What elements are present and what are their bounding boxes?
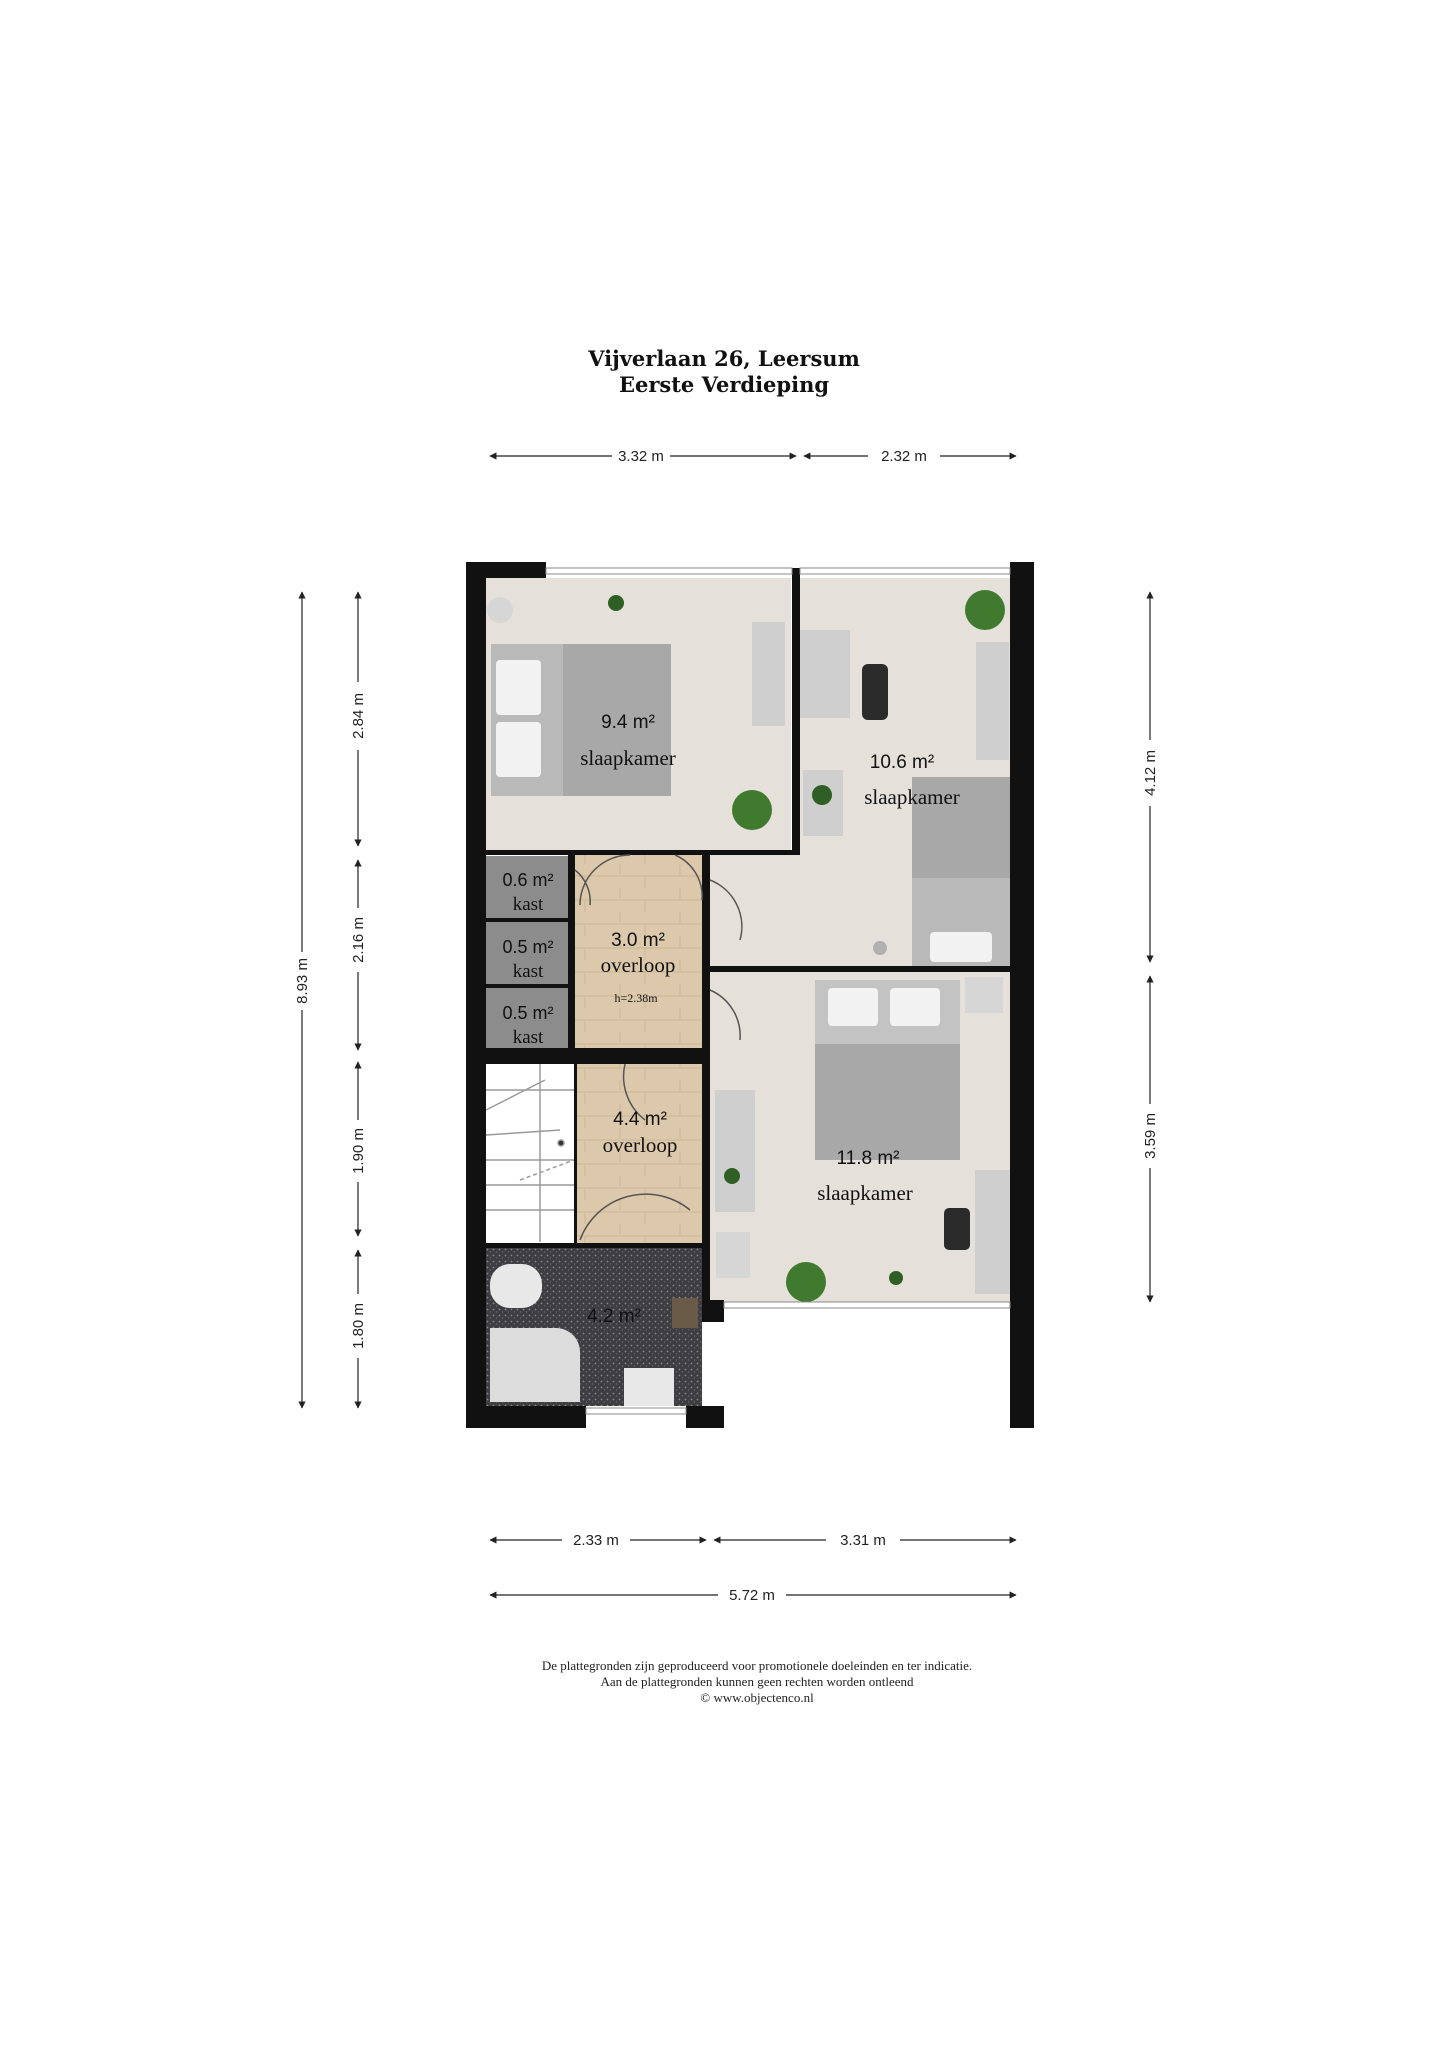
bedroom-3-name: slaapkamer [817, 1181, 913, 1205]
dim-right-2: 3.59 m [1142, 1113, 1159, 1159]
dim-bottom-total: 5.72 m [729, 1587, 775, 1604]
kast-3-area: 0.5 m² [502, 1003, 553, 1023]
plant-icon [786, 1262, 826, 1302]
dim-left-4: 1.80 m [350, 1303, 367, 1349]
dimension-lines [298, 452, 1154, 1599]
plant-icon [608, 595, 624, 611]
kast-1-name: kast [513, 894, 544, 915]
plan-subtitle: Eerste Verdieping [618, 372, 830, 397]
disclaimer-line-1: De plattegronden zijn geproduceerd voor … [541, 1658, 973, 1673]
landing-1-name: overloop [601, 953, 676, 977]
bathroom-area: 4.2 m² [587, 1306, 641, 1327]
stairs-floor [486, 1064, 574, 1242]
dim-bottom-left: 2.33 m [573, 1532, 619, 1549]
inner-walls [486, 568, 1010, 1322]
bedroom-1-area: 9.4 m² [601, 712, 655, 733]
plant-icon [965, 590, 1005, 630]
landing-2-name: overloop [603, 1133, 678, 1157]
desk-2 [798, 630, 850, 718]
plan-title: Vijverlaan 26, Leersum [588, 346, 860, 371]
chair-3 [944, 1208, 970, 1250]
washbasin-3 [716, 1232, 750, 1278]
dim-bottom-right: 3.31 m [840, 1532, 886, 1549]
dresser-3 [715, 1090, 755, 1212]
bedroom-2-area: 10.6 m² [870, 752, 934, 773]
kast-1-floor [486, 856, 568, 918]
dim-right-1: 4.12 m [1142, 750, 1159, 796]
toilet-icon [490, 1264, 542, 1308]
staircase [485, 1064, 575, 1242]
plant-icon [889, 1271, 903, 1285]
doors [574, 854, 743, 1241]
kast-2-name: kast [513, 961, 544, 982]
dim-top-left: 3.32 m [618, 448, 664, 465]
kast-3-floor [486, 988, 568, 1048]
dim-left-2: 2.16 m [350, 917, 367, 963]
bed-2 [912, 777, 1010, 967]
cabinet-2 [976, 642, 1009, 760]
windows [545, 567, 1011, 1415]
nightstand-3 [965, 977, 1003, 1013]
kast-1-area: 0.6 m² [502, 870, 553, 890]
landing-1-floor [575, 855, 702, 1060]
dim-left-3: 1.90 m [350, 1128, 367, 1174]
disclaimer-copyright: © www.objectenco.nl [700, 1690, 814, 1705]
plant-icon [732, 790, 772, 830]
bedroom-1-name: slaapkamer [580, 746, 676, 770]
nightstand-2 [873, 941, 887, 955]
bed-3 [815, 980, 960, 1160]
dim-left-total: 8.93 m [294, 958, 311, 1004]
bedroom-3-area: 11.8 m² [836, 1148, 899, 1169]
disclaimer-line-2: Aan de plattegronden kunnen geen rechten… [600, 1674, 914, 1689]
landing-1-area: 3.0 m² [611, 930, 665, 951]
kast-2-floor [486, 922, 568, 984]
kast-2-area: 0.5 m² [502, 937, 553, 957]
bed-1 [491, 644, 671, 796]
plant-icon [724, 1168, 740, 1184]
kast-3-name: kast [513, 1027, 544, 1048]
shower-icon [490, 1328, 580, 1402]
landing-1-height: h=2.38m [614, 991, 658, 1005]
desk-3 [975, 1170, 1010, 1294]
landing-2-area: 4.4 m² [613, 1109, 667, 1130]
chair-2 [862, 664, 888, 720]
landing-2-floor [575, 1064, 702, 1243]
dim-left-1: 2.84 m [350, 693, 367, 739]
sink-icon [624, 1368, 674, 1406]
desk-1 [752, 622, 785, 726]
radiator-icon [672, 1298, 698, 1328]
nightstand-1 [487, 597, 513, 623]
plant-icon [812, 785, 832, 805]
outer-walls [466, 562, 1034, 1428]
bedroom-2-name: slaapkamer [864, 785, 960, 809]
dim-top-right: 2.32 m [881, 448, 927, 465]
